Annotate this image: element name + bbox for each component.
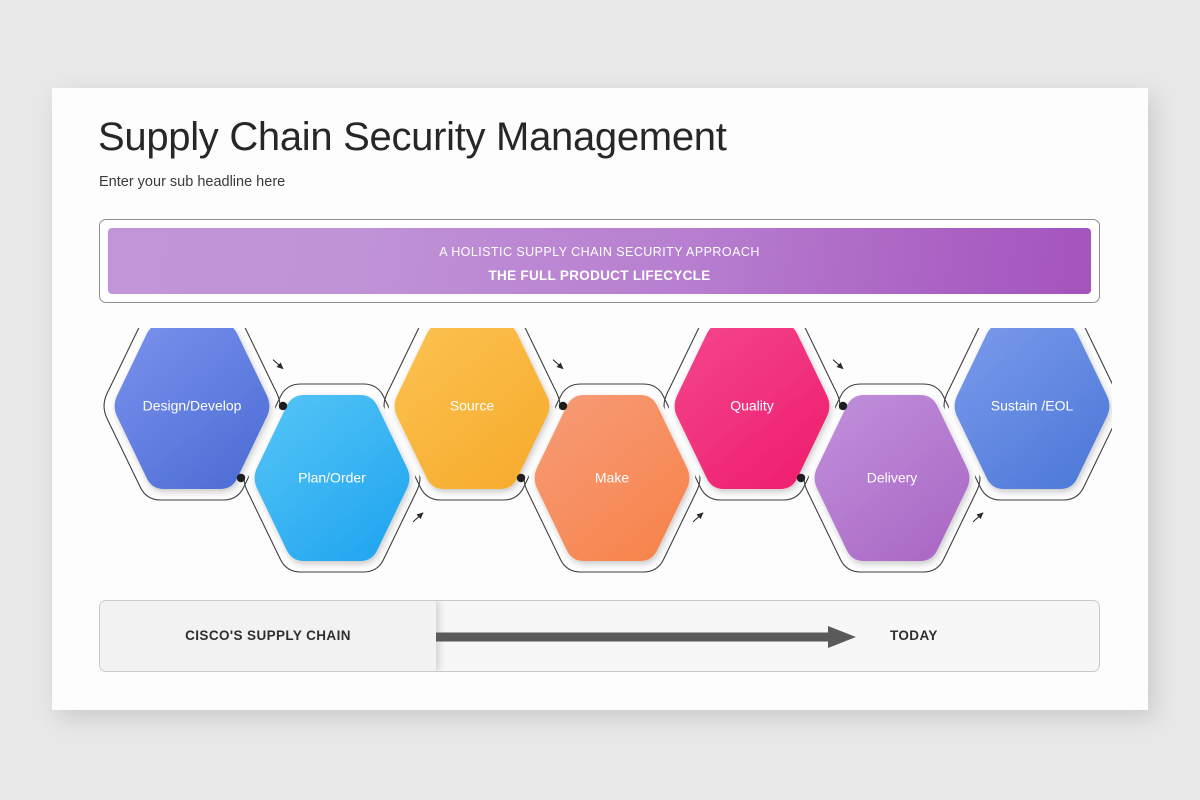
connector-arrow-icon: [832, 359, 844, 370]
timeline-left-label: CISCO'S SUPPLY CHAIN: [185, 628, 351, 643]
page-subtitle: Enter your sub headline here: [99, 174, 286, 190]
connector-dot: [236, 473, 246, 483]
timeline-left-panel: [100, 601, 436, 671]
hex-step-label: Plan/Order: [298, 470, 366, 486]
banner-line-1: A HOLISTIC SUPPLY CHAIN SECURITY APPROAC…: [439, 245, 760, 259]
timeline-right-label: TODAY: [890, 628, 938, 643]
connector-dot: [278, 401, 288, 411]
connector-dot: [558, 401, 568, 411]
hex-step-4[interactable]: [534, 395, 690, 561]
connector-dot: [796, 473, 806, 483]
hex-shape-layer: [114, 323, 1110, 561]
connector-arrow-icon: [692, 512, 704, 523]
connector-arrow-icon: [412, 512, 424, 523]
connector-arrow-icon: [552, 359, 564, 370]
hex-step-label: Quality: [730, 398, 774, 414]
hex-step-5[interactable]: [674, 323, 830, 489]
hex-step-label: Source: [450, 398, 495, 414]
hex-step-label: Design/Develop: [143, 398, 242, 414]
hex-step-2[interactable]: [254, 395, 410, 561]
hex-step-label: Make: [595, 470, 629, 486]
slide-canvas: Supply Chain Security Management Enter y…: [52, 88, 1148, 710]
page-title: Supply Chain Security Management: [98, 115, 727, 159]
hex-step-7[interactable]: [954, 323, 1110, 489]
connector-dot: [516, 473, 526, 483]
timeline-bar: CISCO'S SUPPLY CHAIN TODAY: [99, 600, 1100, 672]
hex-step-3[interactable]: [394, 323, 550, 489]
connector-dot: [838, 401, 848, 411]
banner-line-2: THE FULL PRODUCT LIFECYCLE: [488, 268, 711, 283]
timeline-arrow-icon: [436, 626, 856, 648]
banner-frame: A HOLISTIC SUPPLY CHAIN SECURITY APPROAC…: [99, 219, 1100, 303]
hex-step-label: Sustain /EOL: [991, 398, 1074, 414]
banner-gradient-fill: A HOLISTIC SUPPLY CHAIN SECURITY APPROAC…: [108, 228, 1091, 294]
hex-step-6[interactable]: [814, 395, 970, 561]
connector-arrow-icon: [272, 359, 284, 370]
hex-step-1[interactable]: [114, 323, 270, 489]
hex-step-label: Delivery: [867, 470, 918, 486]
connector-arrow-icon: [972, 512, 984, 523]
